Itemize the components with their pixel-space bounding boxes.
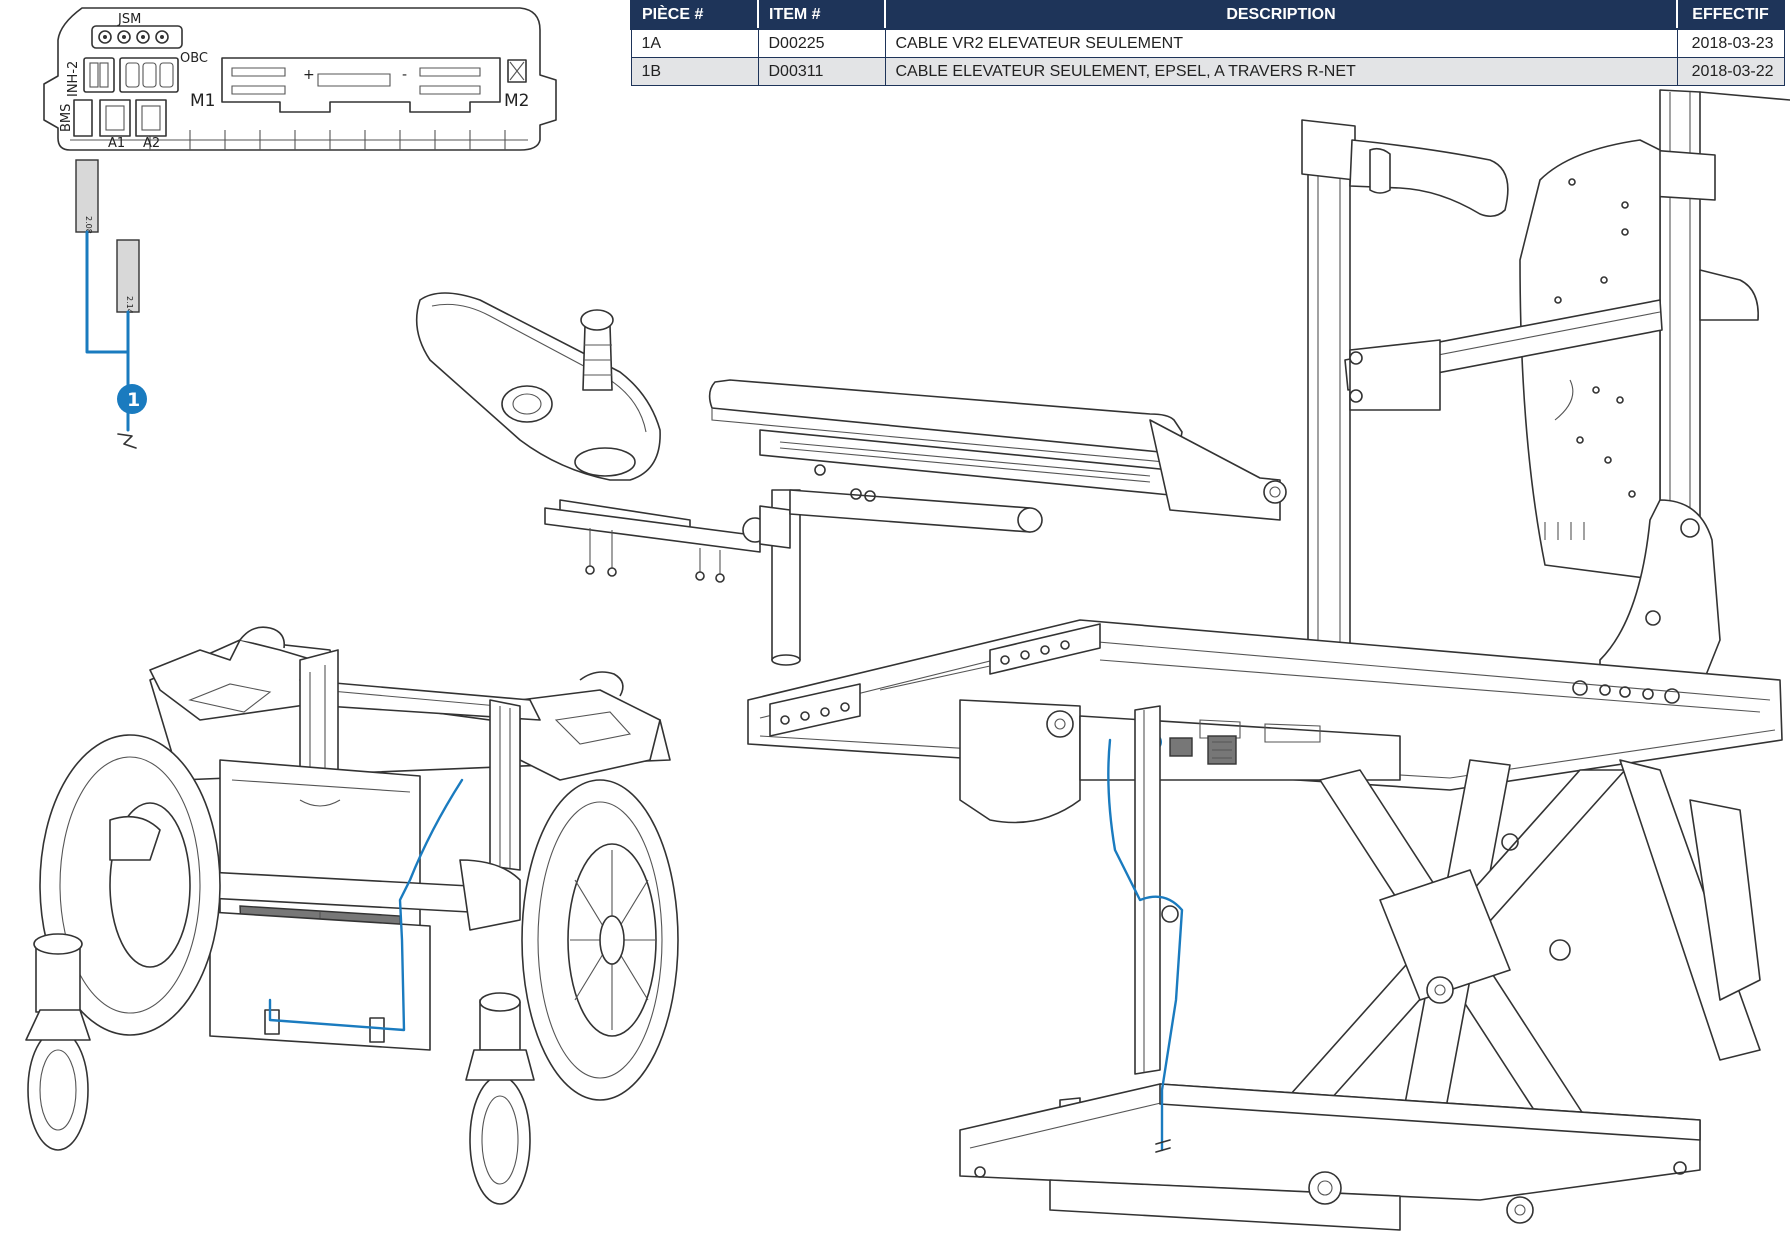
obc-connector bbox=[119, 57, 179, 93]
backrest-frame bbox=[1301, 89, 1790, 691]
lift-base bbox=[959, 1083, 1701, 1231]
parts-table-body: 1A D00225 CABLE VR2 ELEVATEUR SEULEMENT … bbox=[630, 28, 1785, 86]
label-a2: A2 bbox=[143, 136, 160, 151]
label-m1: M1 bbox=[190, 91, 215, 111]
cell-description: CABLE ELEVATEUR SEULEMENT, EPSEL, A TRAV… bbox=[884, 57, 1678, 86]
table-row: 1B D00311 CABLE ELEVATEUR SEULEMENT, EPS… bbox=[630, 57, 1785, 86]
lift-cable-route bbox=[1107, 738, 1184, 1152]
label-minus: - bbox=[402, 67, 407, 83]
cable-label-a: 2.08 bbox=[84, 216, 93, 234]
joystick-assembly bbox=[415, 292, 801, 666]
wheelchair-base bbox=[25, 626, 679, 1205]
cell-item: D00225 bbox=[757, 28, 886, 58]
label-bms: BMS bbox=[59, 104, 74, 132]
inh2-connector bbox=[83, 57, 115, 93]
label-inh2: INH-2 bbox=[66, 61, 81, 97]
parts-table-head: PIÈCE # ITEM # DESCRIPTION EFFECTIF bbox=[630, 0, 1785, 30]
controller-fins bbox=[149, 130, 506, 150]
cable-harness: 2.08 2.14 1 bbox=[75, 159, 147, 449]
table-row: 1A D00225 CABLE VR2 ELEVATEUR SEULEMENT … bbox=[630, 28, 1785, 58]
cell-item: D00311 bbox=[757, 57, 886, 86]
power-connector bbox=[221, 57, 501, 113]
cell-description: CABLE VR2 ELEVATEUR SEULEMENT bbox=[884, 28, 1678, 58]
header-effectif: EFFECTIF bbox=[1676, 0, 1785, 30]
cell-piece: 1A bbox=[630, 28, 759, 58]
label-obc: OBC bbox=[180, 51, 208, 66]
label-a1: A1 bbox=[108, 136, 125, 151]
label-m2: M2 bbox=[504, 91, 529, 111]
label-plus: + bbox=[303, 67, 315, 83]
callout-number: 1 bbox=[127, 389, 140, 411]
header-piece: PIÈCE # bbox=[630, 0, 759, 30]
a1-connector bbox=[99, 99, 131, 137]
controller-module: JSM INH-2 OBC BMS A1 A2 M1 M2 + - bbox=[43, 7, 557, 151]
header-description: DESCRIPTION bbox=[884, 0, 1678, 30]
cell-effectif: 2018-03-23 bbox=[1676, 28, 1785, 58]
cell-piece: 1B bbox=[630, 57, 759, 86]
armrest bbox=[708, 379, 1287, 533]
bms-connector bbox=[73, 99, 93, 137]
callout-badge bbox=[117, 384, 147, 414]
parts-table: PIÈCE # ITEM # DESCRIPTION EFFECTIF 1A D… bbox=[630, 0, 1785, 86]
jsm-connector bbox=[91, 25, 183, 49]
cell-effectif: 2018-03-22 bbox=[1676, 57, 1785, 86]
a2-connector bbox=[135, 99, 167, 137]
header-item: ITEM # bbox=[757, 0, 886, 30]
cable-label-b: 2.14 bbox=[125, 296, 134, 314]
parts-table-header-row: PIÈCE # ITEM # DESCRIPTION EFFECTIF bbox=[630, 0, 1785, 30]
label-jsm: JSM bbox=[117, 12, 141, 27]
scissor-lift bbox=[1059, 705, 1761, 1151]
